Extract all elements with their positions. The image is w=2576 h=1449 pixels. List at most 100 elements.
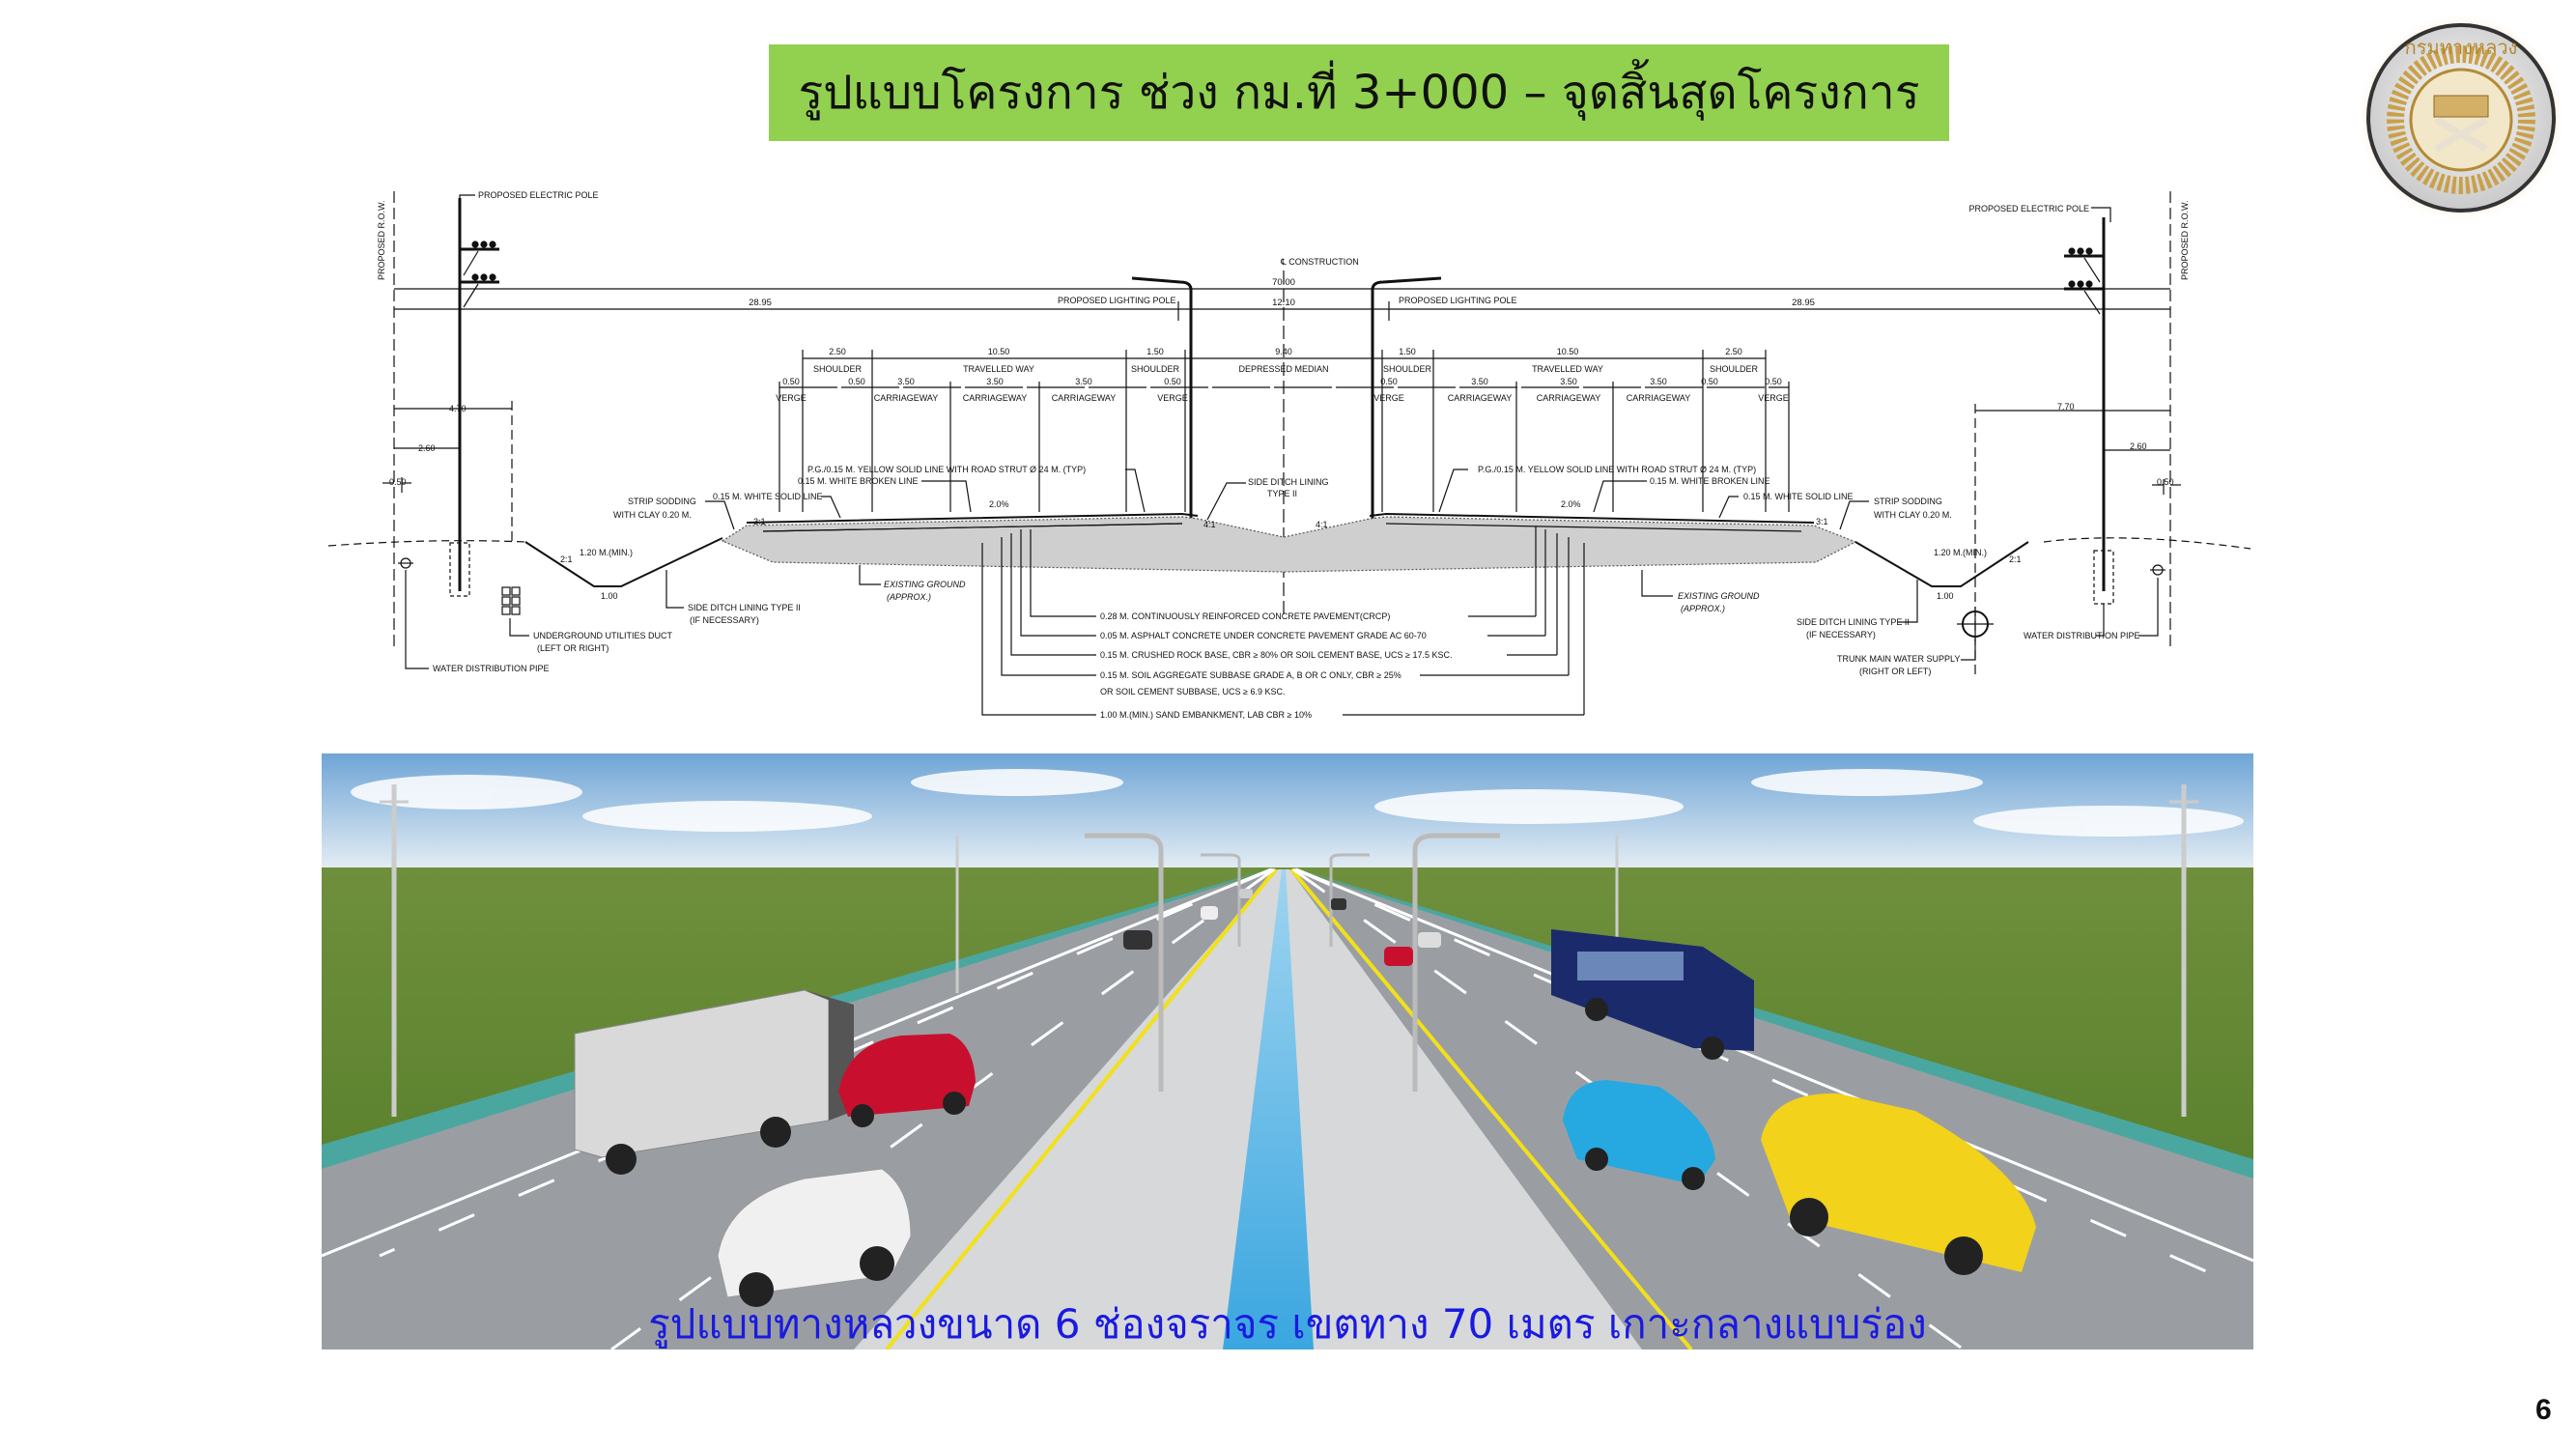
slope-median-left: 4:1	[1203, 520, 1216, 529]
ditch-width-right: 1.00	[1937, 591, 1954, 601]
label-verge: VERGE	[1157, 393, 1188, 403]
right-lighting-pole-label: PROPOSED LIGHTING POLE	[1399, 296, 1517, 305]
label-white-solid-left: 0.15 M. WHITE SOLID LINE	[713, 492, 823, 501]
slope-left-ditch: 2:1	[560, 554, 573, 564]
left-lighting-pole	[1131, 276, 1193, 519]
right-electric-pole-label: PROPOSED ELECTRIC POLE	[1968, 204, 2089, 213]
label-side-ditch-right: SIDE DITCH LINING TYPE II	[1797, 617, 1910, 627]
label-carriageway: CARRIAGEWAY	[874, 393, 939, 403]
crossfall-right: 2.0%	[1561, 499, 1581, 509]
label-verge: VERGE	[1373, 393, 1404, 403]
label-strip-sodding-right-2: WITH CLAY 0.20 M.	[1874, 510, 1952, 520]
ditch-depth-right: 1.20 M.(MIN.)	[1934, 548, 1987, 557]
pavement-layer-line	[1385, 523, 1802, 532]
department-of-highways-seal-logo: กรมทางหลวง	[2357, 14, 2565, 222]
bus	[1551, 929, 1754, 1060]
water-pipe-symbol-left	[398, 557, 413, 569]
left-row-label: PROPOSED R.O.W.	[377, 200, 386, 280]
label-carriageway: CARRIAGEWAY	[1448, 393, 1513, 403]
label-water-pipe-right: WATER DISTRIBUTION PIPE	[2024, 631, 2140, 640]
pavement-layer-line	[762, 523, 1183, 532]
row2-ticks	[778, 382, 1790, 512]
pavement-right	[1369, 512, 1815, 524]
median	[854, 869, 1642, 1350]
label-strip-sodding-left: STRIP SODDING	[628, 497, 696, 506]
label-side-ditch-left-2: (IF NECESSARY)	[690, 615, 759, 625]
slope-median-right: 4:1	[1316, 520, 1328, 529]
right-side-ditch	[1854, 541, 2029, 587]
dim-lane: 3.50	[1650, 377, 1667, 386]
dim-verge: 0.50	[1380, 377, 1398, 386]
yellow-car	[1761, 1093, 2036, 1275]
right-row-label: PROPOSED R.O.W.	[2180, 200, 2190, 280]
slope-right-ditch: 2:1	[2009, 554, 2022, 564]
blue-car	[1563, 1080, 1715, 1190]
dim-lane: 3.50	[897, 377, 915, 386]
ditch-width-left: 1.00	[601, 591, 618, 601]
left-lighting-pole-label: PROPOSED LIGHTING POLE	[1058, 296, 1176, 305]
dim-lane: 3.50	[986, 377, 1004, 386]
label-white-broken-left: 0.15 M. WHITE BROKEN LINE	[798, 476, 919, 486]
ditch-depth-left: 1.20 M.(MIN.)	[580, 548, 633, 557]
dim-right-side: 28.95	[1792, 298, 1815, 308]
embankment-fill	[721, 516, 1857, 573]
layer-subbase-alt: OR SOIL CEMENT SUBBASE, UCS ≥ 6.9 KSC.	[1100, 687, 1286, 696]
label-trunk-main: TRUNK MAIN WATER SUPPLY	[1837, 654, 1960, 664]
trunk-main-symbol	[1957, 607, 1994, 641]
layer-embankment: 1.00 M.(MIN.) SAND EMBANKMENT, LAB CBR ≥…	[1100, 710, 1312, 720]
label-shoulder: SHOULDER	[1383, 364, 1432, 374]
label-carriageway: CARRIAGEWAY	[1627, 393, 1691, 403]
dim-verge: 0.50	[782, 377, 800, 386]
label-carriageway: CARRIAGEWAY	[1537, 393, 1601, 403]
layer-leaders	[981, 526, 1585, 716]
label-verge: VERGE	[1758, 393, 1789, 403]
dim-lane: 3.50	[1075, 377, 1092, 386]
clouds	[351, 769, 2244, 837]
dim-lane: 3.50	[1471, 377, 1488, 386]
label-carriageway: CARRIAGEWAY	[963, 393, 1028, 403]
typical-cross-section-drawing: PROPOSED R.O.W. PROPOSED R.O.W. PROPOSED…	[327, 190, 2251, 720]
dim-shoulder-outer-left: 2.50	[829, 347, 846, 356]
label-white-solid-right: 0.15 M. WHITE SOLID LINE	[1743, 492, 1854, 501]
centerline-label: ℄ CONSTRUCTION	[1280, 257, 1359, 267]
layer-crcp: 0.28 M. CONTINUOUSLY REINFORCED CONCRETE…	[1100, 611, 1390, 621]
slide-title-banner: รูปแบบโครงการ ช่วง กม.ที่ 3+000 – จุดสิ้…	[769, 44, 1949, 141]
label-side-ditch-median-2: TYPE II	[1267, 489, 1297, 498]
label-verge: VERGE	[776, 393, 807, 403]
dim-median: 9.40	[1275, 347, 1292, 356]
label-white-broken-right: 0.15 M. WHITE BROKEN LINE	[1650, 476, 1770, 486]
utility-duct-symbol	[501, 586, 521, 615]
label-yellow-line-right: P.G./0.15 M. YELLOW SOLID LINE WITH ROAD…	[1478, 465, 1756, 474]
dim-verge: 0.50	[1164, 377, 1181, 386]
label-existing-ground-right: EXISTING GROUND	[1678, 591, 1760, 601]
red-car	[838, 1034, 976, 1127]
label-strip-sodding-left-2: WITH CLAY 0.20 M.	[613, 510, 692, 520]
dim-travelled-right: 10.50	[1557, 347, 1579, 356]
seal-text: กรมทางหลวง	[2405, 36, 2518, 59]
label-travelled-way: TRAVELLED WAY	[1532, 364, 1603, 374]
dim-2-60-right: 2.60	[2130, 441, 2147, 451]
callout-leaders	[405, 469, 2159, 669]
label-shoulder: SHOULDER	[1131, 364, 1180, 374]
dim-verge: 0.50	[1701, 377, 1718, 386]
label-side-ditch-left: SIDE DITCH LINING TYPE II	[688, 603, 801, 612]
lane-markings	[322, 867, 2253, 1350]
dim-lane: 3.50	[1560, 377, 1577, 386]
dim-4-70: 4.70	[449, 404, 467, 413]
layer-asphalt: 0.05 M. ASPHALT CONCRETE UNDER CONCRETE …	[1100, 631, 1427, 640]
label-depressed-median: DEPRESSED MEDIAN	[1238, 364, 1328, 374]
slope-left-fill: 3:1	[753, 517, 766, 526]
dim-0-50-right: 0.50	[2157, 477, 2174, 487]
label-yellow-line-left: P.G./0.15 M. YELLOW SOLID LINE WITH ROAD…	[807, 465, 1086, 474]
median-water-channel	[1223, 869, 1314, 1350]
street-lights	[1085, 833, 1500, 1092]
dim-shoulder-inner-right: 1.50	[1399, 347, 1416, 356]
page-number: 6	[2535, 1394, 2552, 1426]
label-carriageway: CARRIAGEWAY	[1052, 393, 1117, 403]
label-shoulder: SHOULDER	[813, 364, 863, 374]
dim-travelled-left: 10.50	[988, 347, 1010, 356]
label-existing-ground-left-2: (APPROX.)	[887, 592, 931, 602]
slope-right-fill: 3:1	[1816, 517, 1828, 526]
label-existing-ground-right-2: (APPROX.)	[1681, 604, 1725, 613]
dim-median-total: 12.10	[1272, 298, 1295, 308]
